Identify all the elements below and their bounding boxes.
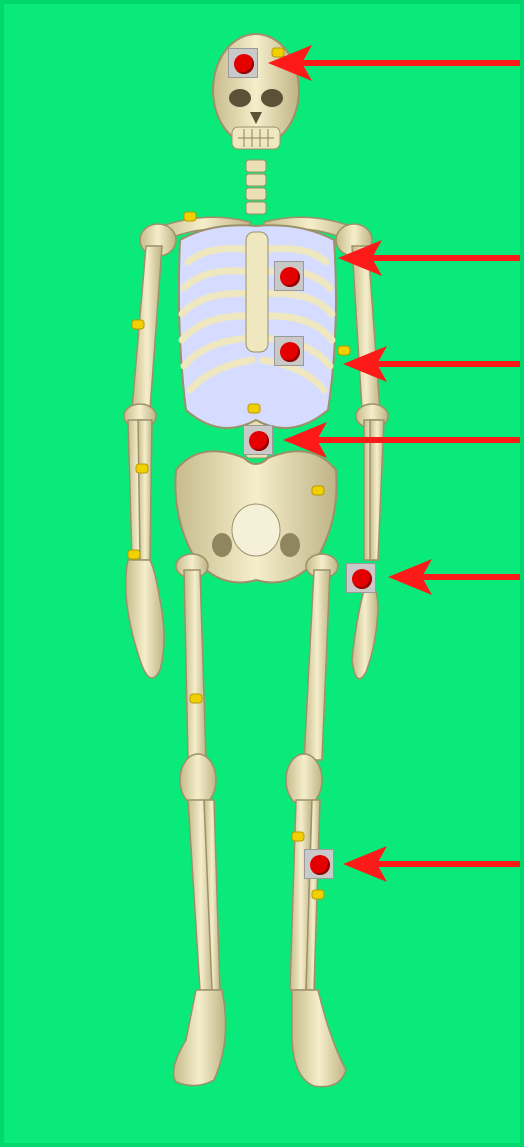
marker-chest[interactable] bbox=[274, 261, 304, 291]
arrow-lumbar bbox=[283, 422, 520, 458]
marker-wrist[interactable] bbox=[346, 563, 376, 593]
red-dot-icon bbox=[280, 342, 300, 362]
legs bbox=[174, 554, 346, 1087]
red-dot-icon bbox=[310, 855, 330, 875]
red-dot-icon bbox=[352, 569, 372, 589]
red-dot-icon bbox=[280, 267, 300, 287]
red-dot-icon bbox=[249, 431, 269, 451]
arrow-shin bbox=[343, 846, 520, 882]
arrow-skull bbox=[268, 45, 520, 81]
marker-lumbar[interactable] bbox=[243, 425, 273, 455]
arrow-wrist bbox=[388, 559, 520, 595]
marker-shin[interactable] bbox=[304, 849, 334, 879]
ribcage bbox=[179, 225, 336, 428]
marker-skull[interactable] bbox=[228, 48, 258, 78]
red-dot-icon bbox=[234, 54, 254, 74]
marker-lower-ribs[interactable] bbox=[274, 336, 304, 366]
